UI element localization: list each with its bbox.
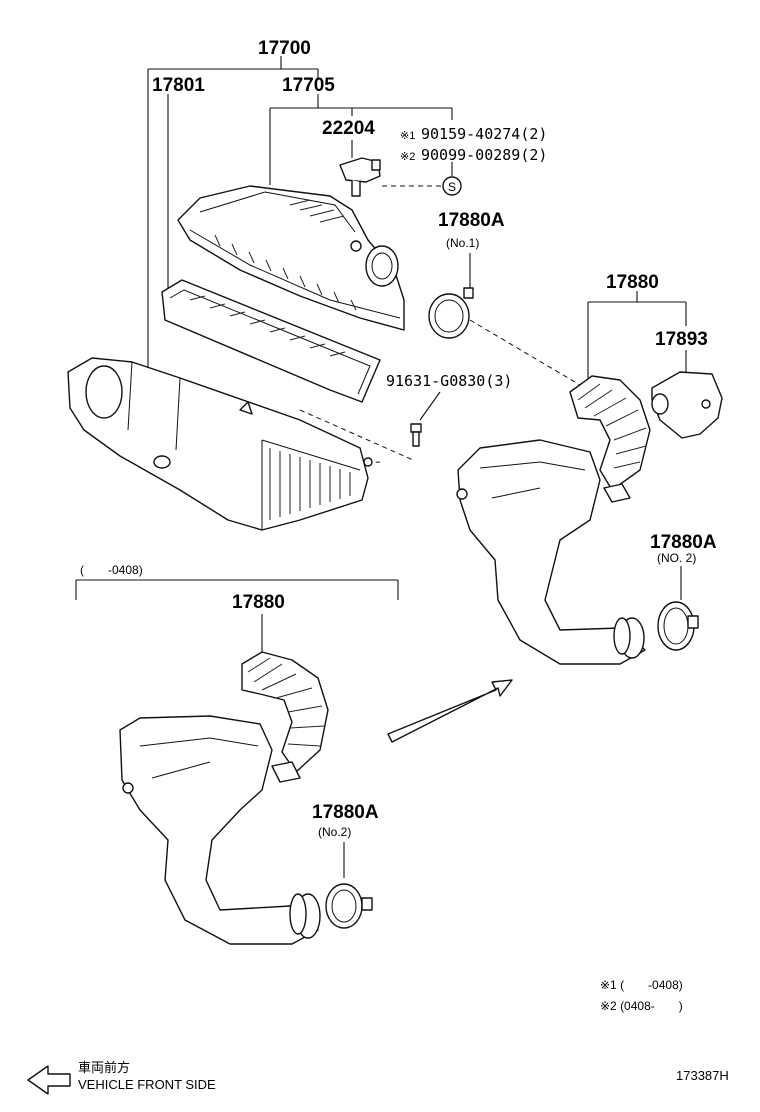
clamp-17880a-no1	[428, 287, 474, 339]
label-17880-left: 17880	[232, 592, 285, 613]
sublabel-no2-left: (No.2)	[318, 825, 351, 839]
label-17801: 17801	[152, 75, 205, 96]
label-17700: 17700	[258, 38, 311, 59]
direction-label-jp: 車両前方	[78, 1060, 130, 1075]
intake-hose-left	[119, 651, 329, 945]
part-numbers: ※1 90159-40274(2) ※2 90099-00289(2) 9163…	[386, 125, 547, 390]
sublabel-no2-right: (NO. 2)	[657, 551, 696, 565]
label-90099: 90099-00289(2)	[421, 146, 547, 164]
footer: 車両前方 VEHICLE FRONT SIDE 173387H	[78, 1060, 729, 1092]
note-mark-2: ※2	[400, 151, 415, 163]
footnote-1: ※1 ( -0408)	[600, 978, 683, 992]
labels: 17700 17801 17705 22204 17880A 17880 178…	[152, 38, 717, 823]
bolt-91631	[410, 423, 422, 447]
range-label: ( -0408)	[80, 563, 143, 577]
air-cleaner-cap	[177, 185, 405, 331]
direction-arrow	[387, 679, 513, 743]
label-17880-right: 17880	[606, 272, 659, 293]
direction-label-en: VEHICLE FRONT SIDE	[78, 1077, 216, 1092]
label-22204: 22204	[322, 118, 375, 139]
note-mark-1: ※1	[400, 130, 415, 142]
label-91631: 91631-G0830(3)	[386, 372, 512, 390]
label-90159: 90159-40274(2)	[421, 125, 547, 143]
label-17705: 17705	[282, 75, 335, 96]
clamp-17880a-no2-left	[325, 883, 373, 929]
air-cleaner-case	[67, 357, 373, 531]
air-filter-element	[161, 279, 381, 403]
clamp-17880a-no2-right	[657, 601, 699, 651]
label-17880a-no1: 17880A	[438, 210, 505, 231]
label-17880a-right: 17880A	[650, 532, 717, 553]
sublabel-no1: (No.1)	[446, 236, 479, 250]
intake-hose-right	[456, 375, 651, 665]
s-marker-label: S	[448, 180, 456, 194]
figure-id: 173387H	[676, 1068, 729, 1083]
vehicle-front-arrow-icon	[27, 1065, 71, 1095]
footnotes: ※1 ( -0408) ※2 (0408- )	[600, 978, 683, 1013]
mass-air-flow-sensor	[339, 157, 381, 197]
label-17880a-left: 17880A	[312, 802, 379, 823]
label-17893: 17893	[655, 329, 708, 350]
sub-labels: (No.1) (NO. 2) (No.2) ( -0408)	[80, 236, 696, 839]
footnote-2: ※2 (0408- )	[600, 999, 683, 1013]
s-marker: S	[442, 176, 462, 196]
resonator-17893	[651, 371, 723, 439]
